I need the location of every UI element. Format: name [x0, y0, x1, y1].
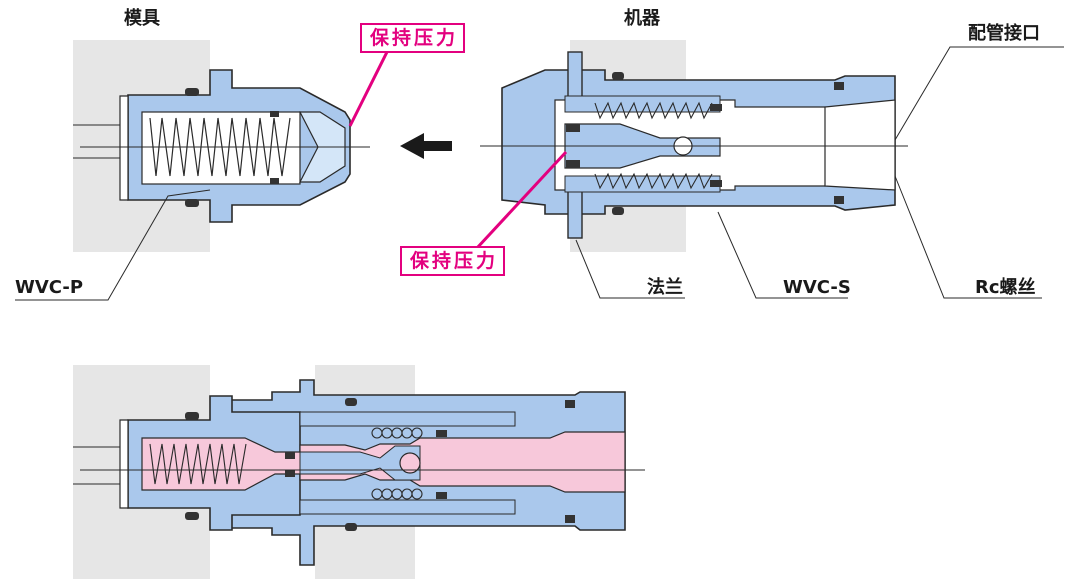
callout-leaders: [15, 39, 1064, 301]
holding-pressure-callout-top: 保持压力: [360, 23, 466, 53]
insertion-arrow: [400, 133, 452, 159]
machine-label: 机器: [624, 8, 660, 29]
wvc-p-plug-top: [119, 69, 351, 223]
holding-pressure-callout-bottom: 保持压力: [400, 246, 506, 276]
wvc-s-socket-top: [501, 51, 896, 239]
flange-label: 法兰: [647, 277, 683, 298]
mold-label: 模具: [124, 8, 160, 29]
wvc-p-label: WVC-P: [15, 277, 84, 298]
coupled-assembly: [119, 379, 626, 566]
rc-thread-label: Rc螺丝: [975, 277, 1036, 298]
wvc-s-label: WVC-S: [783, 277, 851, 298]
piping-port-label: 配管接口: [968, 23, 1040, 44]
